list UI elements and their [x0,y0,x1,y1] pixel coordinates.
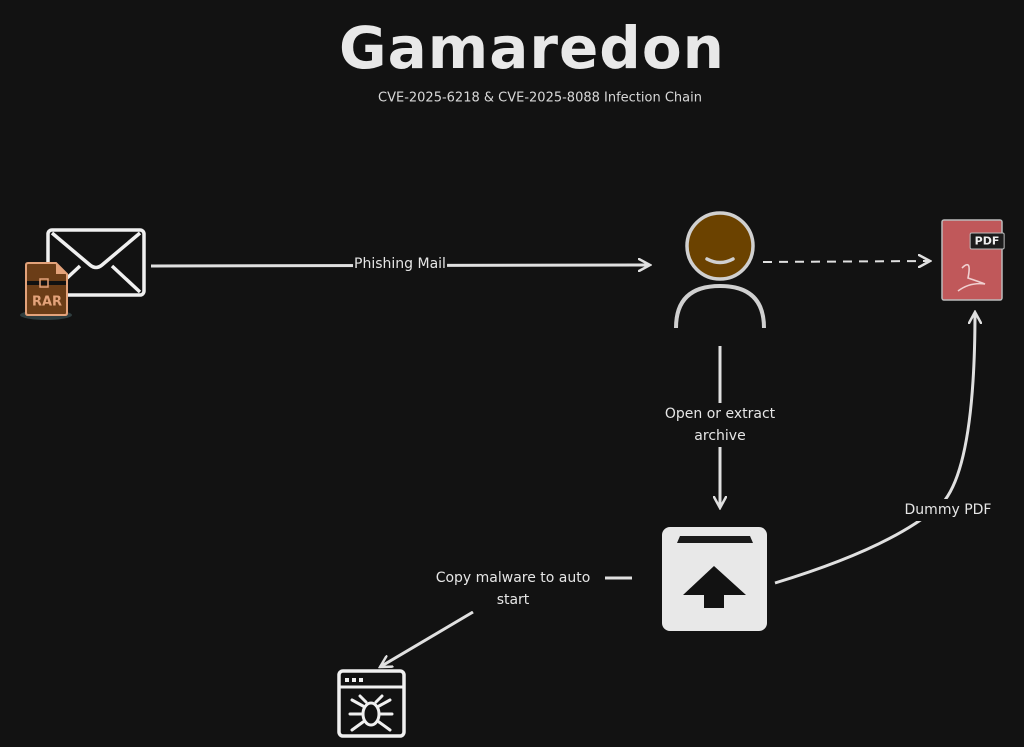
open-extract-line2: archive [694,428,746,444]
open-extract-line1: Open or extract [664,406,776,422]
copy-malware-arrow [380,610,474,667]
phishing-mail-label: Phishing Mail [353,253,447,275]
open-extract-label: Open or extract archive [663,403,777,447]
copy-malware-label: Copy malware to auto start [434,567,592,611]
copy-malware-line2: start [496,592,530,608]
copy-malware-line1: Copy malware to auto [435,570,591,586]
rar-badge-label: RAR [31,294,63,310]
dummy-pdf-arrow [774,312,975,585]
dummy-pdf-label: Dummy PDF [903,499,993,521]
opens-pdf-dashed-arrow [762,261,930,262]
victim-user-icon [674,211,766,329]
pdf-badge-label: PDF [969,232,1005,250]
page-title: Gamaredon [339,14,725,82]
malware-bug-window-icon [337,669,406,738]
page-subtitle: CVE-2025-6218 & CVE-2025-8088 Infection … [378,90,702,106]
rar-archive-icon [20,262,72,320]
archive-extract-icon [662,527,767,631]
